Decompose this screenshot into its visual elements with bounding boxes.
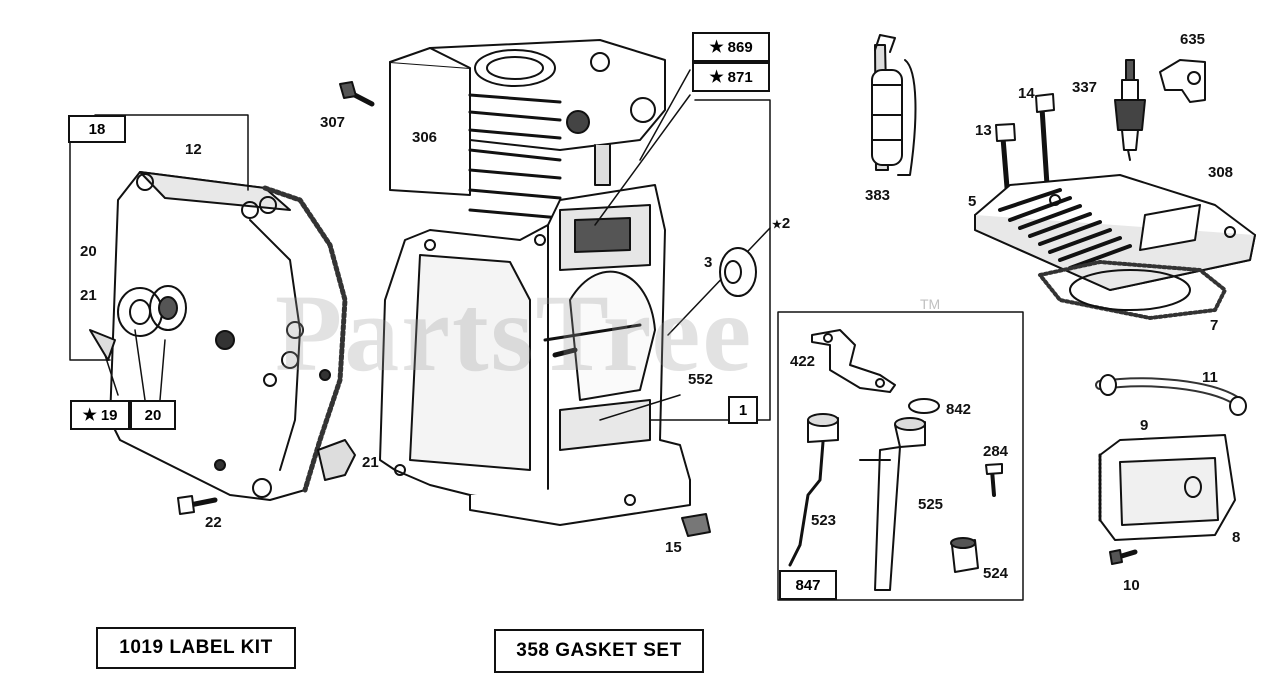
- callout-19-text: 19: [100, 406, 118, 424]
- callout-19[interactable]: ★19: [70, 400, 130, 430]
- callout-20-box-text: 20: [144, 406, 162, 424]
- callout-10[interactable]: 10: [1123, 577, 1140, 594]
- callout-525[interactable]: 525: [918, 496, 944, 513]
- callout-869-text: 869: [727, 38, 753, 56]
- callout-871-text: 871: [727, 68, 753, 86]
- callout-5[interactable]: 5: [968, 193, 977, 210]
- callout-552[interactable]: 552: [688, 371, 714, 388]
- callout-13[interactable]: 13: [975, 122, 992, 139]
- callout-8[interactable]: 8: [1232, 529, 1241, 546]
- star-icon: ★: [82, 407, 97, 424]
- cylinder-head-drawing: [974, 174, 1256, 320]
- breather-tube-drawing: [1095, 374, 1247, 416]
- callout-20[interactable]: 20: [80, 243, 97, 260]
- callout-22[interactable]: 22: [205, 514, 222, 531]
- callout-284[interactable]: 284: [983, 443, 1009, 460]
- callout-383[interactable]: 383: [865, 187, 891, 204]
- callout-523[interactable]: 523: [811, 512, 837, 529]
- callout-847-text: 847: [795, 576, 821, 594]
- callout-20-box[interactable]: 20: [130, 400, 176, 430]
- star-icon: ★: [772, 219, 782, 231]
- callout-7[interactable]: 7: [1210, 317, 1219, 334]
- callout-18-text: 18: [88, 120, 106, 138]
- dipstick-group-drawing: [788, 329, 1003, 591]
- watermark-tm: TM: [920, 296, 941, 312]
- label-kit-box[interactable]: 1019 LABEL KIT: [96, 627, 296, 669]
- cylinder-block-drawing: [379, 39, 691, 526]
- callout-337[interactable]: 337: [1072, 79, 1098, 96]
- callout-306[interactable]: 306: [412, 129, 438, 146]
- callout-635[interactable]: 635: [1180, 31, 1206, 48]
- gasket-set-box[interactable]: 358 GASKET SET: [494, 629, 704, 673]
- callout-12[interactable]: 12: [185, 141, 202, 158]
- callout-847[interactable]: 847: [779, 570, 837, 600]
- breather-cover-drawing: [1098, 434, 1236, 541]
- callout-524[interactable]: 524: [983, 565, 1009, 582]
- callout-11[interactable]: 11: [1202, 369, 1218, 386]
- callout-842[interactable]: 842: [946, 401, 972, 418]
- callout-21[interactable]: 21: [80, 287, 97, 304]
- callout-308[interactable]: 308: [1208, 164, 1234, 181]
- callout-307[interactable]: 307: [320, 114, 346, 131]
- callout-21-governor[interactable]: 21: [362, 454, 379, 471]
- callout-422[interactable]: 422: [790, 353, 816, 370]
- callout-2-text: 2: [781, 215, 791, 232]
- callout-14[interactable]: 14: [1018, 85, 1035, 102]
- callout-15[interactable]: 15: [665, 539, 682, 556]
- callout-9[interactable]: 9: [1140, 417, 1149, 434]
- star-icon: ★: [709, 69, 724, 86]
- callout-18[interactable]: 18: [68, 115, 126, 143]
- spark-plug-drawing: [1114, 59, 1206, 161]
- callout-1[interactable]: 1: [728, 396, 758, 424]
- callout-1-text: 1: [738, 401, 748, 419]
- callout-869[interactable]: ★869: [692, 32, 770, 62]
- callout-2[interactable]: ★2: [772, 216, 790, 231]
- callout-3[interactable]: 3: [704, 254, 713, 271]
- star-icon: ★: [709, 39, 724, 56]
- crankcase-cover-drawing: [89, 171, 356, 501]
- coil-drawing: [871, 34, 917, 176]
- callout-871[interactable]: ★871: [692, 62, 770, 92]
